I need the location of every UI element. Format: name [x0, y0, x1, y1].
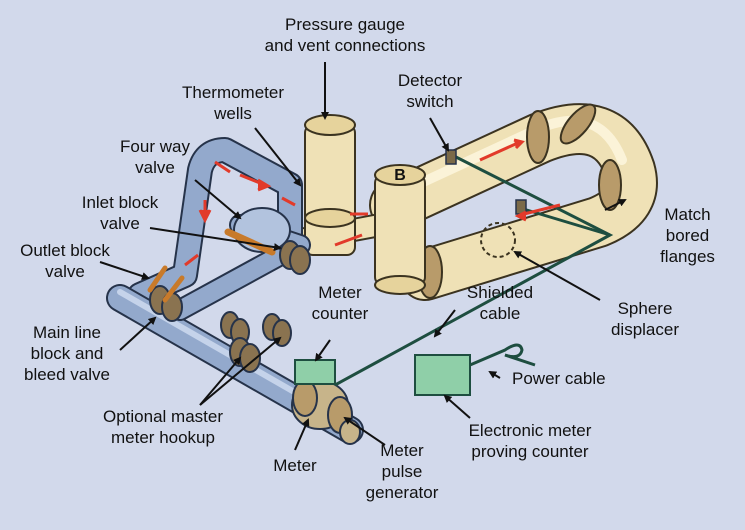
flow-arrows [184, 138, 561, 267]
valve-handles [147, 265, 185, 303]
cables [334, 153, 614, 387]
tank-b-letter: B [394, 167, 406, 184]
tank-a [304, 114, 356, 256]
leader-lines [99, 62, 627, 451]
tank-b [374, 164, 426, 295]
counter-box [414, 354, 471, 396]
four-way-valve [224, 207, 291, 256]
detector-switches [445, 149, 527, 215]
label-power-cable: Power cable [512, 369, 606, 388]
label-meter: Meter [273, 456, 317, 475]
sphere-displacer [480, 222, 516, 258]
